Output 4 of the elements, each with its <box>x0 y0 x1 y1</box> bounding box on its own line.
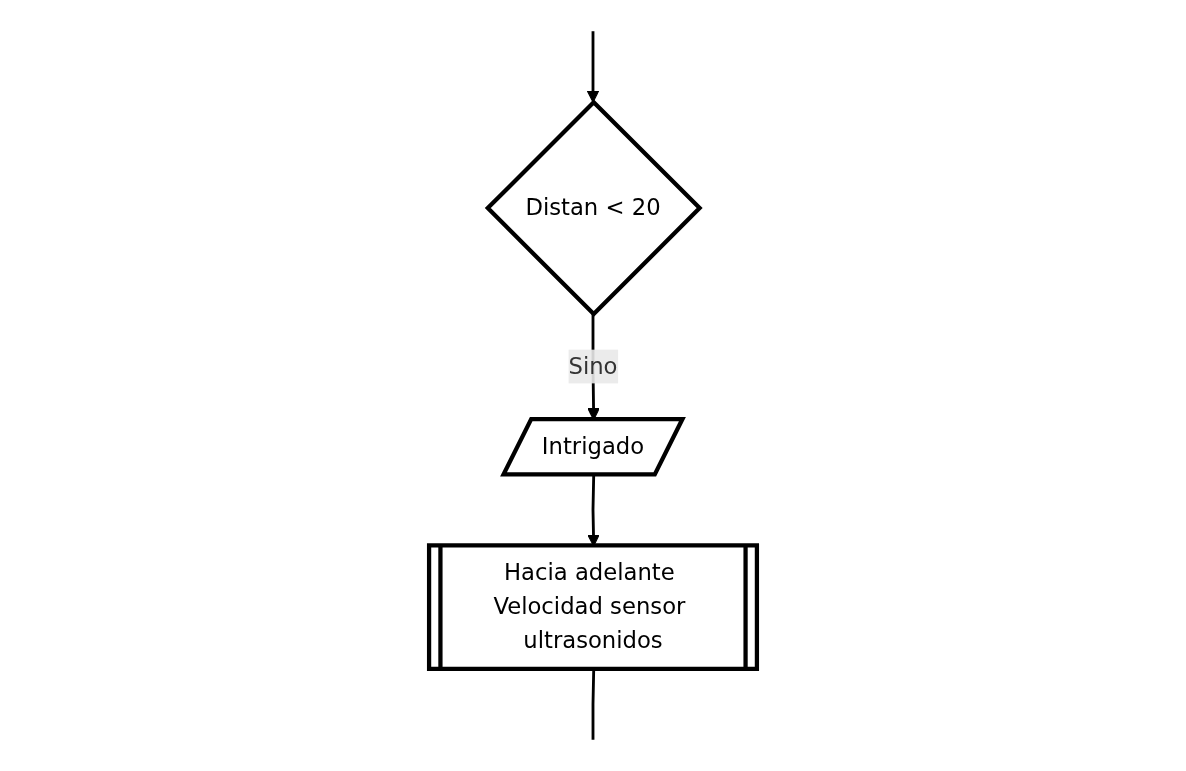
edge-label: Sino <box>568 352 618 380</box>
connector <box>591 669 596 740</box>
arrow <box>586 31 600 103</box>
node-diamond: Distan < 20 <box>484 99 703 318</box>
